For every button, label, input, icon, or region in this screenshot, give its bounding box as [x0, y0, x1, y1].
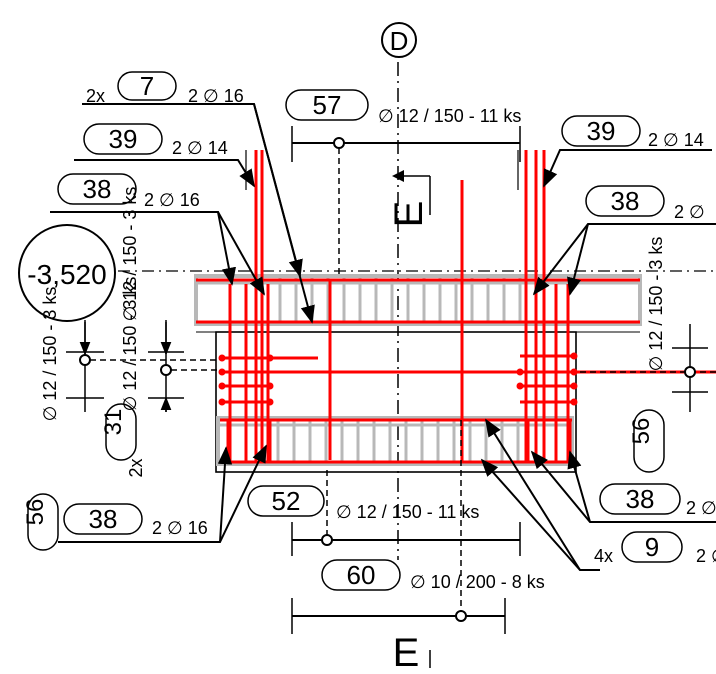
svg-text:60: 60 — [347, 560, 376, 590]
label-stirrup-10: ∅ 10 / 200 - 8 ks — [410, 572, 545, 592]
rebar-mark-38-left-top: 38 — [57, 173, 137, 205]
rebar-mark-7: 7 — [117, 71, 177, 101]
label-4x: 4x — [594, 546, 613, 566]
rebar-mark-38-right-top: 38 — [585, 185, 665, 217]
svg-text:57: 57 — [313, 90, 342, 120]
rebar-dots — [218, 352, 578, 406]
section-e-top-marker — [392, 170, 431, 215]
label-2-right-bottom: 2 ∅ — [686, 498, 716, 518]
label-vertical-left-2: ∅ 12 / 150 - 3 ks — [40, 287, 60, 422]
rebar-dot — [516, 368, 524, 376]
rebar-mark-31: 31 — [100, 403, 137, 461]
rebar-mark-9: 9 — [621, 531, 683, 563]
rebar-mark-56-right: 56 — [628, 409, 665, 473]
section-e-top-label: E — [387, 201, 431, 228]
dimension-52 — [291, 470, 521, 556]
svg-text:9: 9 — [645, 532, 659, 562]
label-2d16-bottom: 2 ∅ 16 — [152, 518, 208, 538]
svg-text:52: 52 — [272, 486, 301, 516]
rebar-dot — [266, 382, 274, 390]
label-2d14-right: 2 ∅ 14 — [648, 130, 704, 150]
svg-text:31: 31 — [100, 409, 127, 436]
rebar-mark-52: 52 — [247, 485, 325, 517]
label-2x-top: 2x — [86, 86, 105, 106]
label-stirrup-bottom: ∅ 12 / 150 - 11 ks — [336, 502, 479, 522]
svg-text:39: 39 — [587, 116, 616, 146]
svg-text:38: 38 — [626, 484, 655, 514]
rebar-dot — [266, 354, 274, 362]
label-stirrup-top: ∅ 12 / 150 - 11 ks — [378, 106, 521, 126]
rebar-group — [196, 150, 716, 464]
stirrup-ticks — [276, 278, 522, 462]
label-2x-left: 2x — [126, 458, 146, 477]
rebar-mark-39-right: 39 — [561, 115, 641, 147]
label-2d16-left: 2 ∅ 16 — [144, 190, 200, 210]
rebar-dot — [570, 382, 578, 390]
rebar-dot — [570, 398, 578, 406]
leader-lines — [50, 103, 716, 571]
label-2-right-last: 2 ∅ — [696, 546, 716, 566]
label-2d16-top: 2 ∅ 16 — [188, 86, 244, 106]
svg-text:38: 38 — [611, 186, 640, 216]
rebar-dot — [218, 382, 226, 390]
label-vertical-right: ∅ 12 / 150 - 3 ks — [646, 237, 666, 372]
rebar-dot — [570, 352, 578, 360]
left-vertical-dimension — [66, 320, 220, 412]
rebar-dot — [218, 368, 226, 376]
rebar-mark-38-bottom-left: 38 — [63, 503, 143, 535]
svg-text:39: 39 — [109, 124, 138, 154]
svg-text:38: 38 — [89, 504, 118, 534]
rebar-dot — [266, 398, 274, 406]
rebar-mark-39-left: 39 — [83, 123, 163, 155]
rebar-mark-57: 57 — [285, 89, 369, 121]
elevation-value: -3,520 — [27, 259, 106, 290]
section-e-bottom-label: E — [393, 631, 420, 674]
axis-d-bubble — [381, 22, 417, 58]
dimension-57 — [291, 126, 521, 276]
right-vertical-dimension — [580, 324, 716, 412]
label-2d-right-top: 2 ∅ — [674, 202, 705, 222]
svg-text:38: 38 — [83, 174, 112, 204]
svg-text:7: 7 — [140, 71, 154, 101]
rebar-dot — [570, 368, 578, 376]
stirrup-band-top — [194, 274, 642, 326]
rebar-mark-38-right-bottom: 38 — [599, 483, 681, 515]
rebar-mark-60: 60 — [321, 559, 401, 591]
label-2d14-left: 2 ∅ 14 — [172, 138, 228, 158]
rebar-dot — [516, 382, 524, 390]
svg-text:56: 56 — [628, 418, 655, 445]
rebar-dot — [218, 354, 226, 362]
dimension-60 — [291, 420, 506, 634]
elevation-bubble — [18, 224, 116, 322]
svg-text:56: 56 — [22, 499, 49, 526]
rebar-dot — [218, 398, 226, 406]
rebar-mark-56-left: 56 — [22, 493, 59, 551]
label-vertical-left-1: ∅ 12 / 150 - 3 ks — [120, 187, 140, 322]
axis-d-label: D — [390, 26, 409, 56]
label-vertical-left-3: ∅ 12 / 150 - 3 ks — [120, 277, 140, 412]
